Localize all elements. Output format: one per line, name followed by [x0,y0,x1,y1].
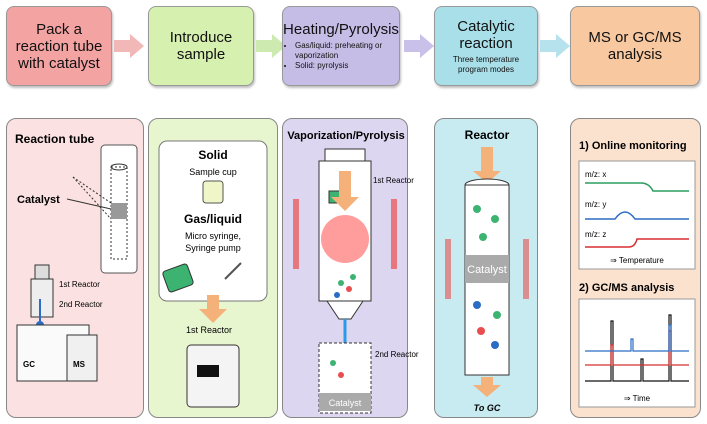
panel-title: Vaporization/Pyrolysis [287,130,404,142]
step-title: MS or GC/MS analysis [588,29,682,63]
online-chart [578,160,696,270]
trace-x [585,182,689,192]
particle [491,215,499,223]
time-label: ⇒ Time [624,394,651,403]
trace-y [585,211,689,220]
catalyst-bed [465,255,509,283]
arrow-down-icon [473,377,501,397]
step-introduce-sample: Introduce sample [148,6,254,86]
particle [473,301,481,309]
panel-title: Reactor [465,128,510,142]
particle [491,341,499,349]
arrow-down-icon [473,147,501,183]
reactor-illustration: Reactor Catalyst To GC [445,128,529,413]
zoom-line [72,176,112,220]
analysis-illustration: 1) Online monitoring m/z: x m/z: y m/z: … [578,140,696,408]
reactor2-label: 2nd Reactor [375,350,419,359]
bullet-item: Gas/liquid: preheating or vaporization [295,41,399,61]
arrow-down-icon [331,171,359,211]
temperature-label: ⇒ Temperature [610,256,664,265]
reactor2-label: 2nd Reactor [59,300,103,309]
particle [493,311,501,319]
gc-label: GC [23,360,35,369]
step-pack-tube: Pack a reaction tube with catalyst [6,6,112,86]
step-bullets: Gas/liquid: preheating or vaporization S… [283,41,399,71]
to-gc-label: To GC [474,403,501,413]
panel-introduce-sample: Solid Sample cup Gas/liquid Micro syring… [148,118,278,418]
panel-vaporization: Vaporization/Pyrolysis 1st Reactor 2nd R… [282,118,419,418]
step-subtitle: Three temperature program modes [452,54,520,74]
catalyst-bed [111,203,127,219]
micro-syringe-label: Micro syringe, [185,231,241,241]
reactor1-label: 1st Reactor [373,176,414,185]
catalyst-bed [319,393,371,411]
particle [338,280,344,286]
sample-intro-illustration: Solid Sample cup Gas/liquid Micro syring… [158,140,268,408]
reactor-display [197,365,219,377]
step-ms-analysis: MS or GC/MS analysis [570,6,700,86]
particle [334,292,340,298]
reactor1-label: 1st Reactor [59,280,100,289]
chromatogram-blue [585,324,689,352]
arrow-down-icon [199,295,227,323]
heater-right [391,199,397,269]
gas-liquid-label: Gas/liquid [184,212,242,226]
reactor-funnel [326,300,364,320]
mz-y-label: m/z: y [585,200,606,209]
catalyst-pointer [66,198,112,210]
catalyst-label: Catalyst [467,264,507,276]
cube-icon [162,263,194,293]
syringe-icon [224,262,242,280]
mz-z-label: m/z: z [585,230,606,239]
reactor1-label: 1st Reactor [186,325,232,335]
heat-zone [321,215,369,263]
reactor-cap [324,148,366,162]
online-title: 1) Online monitoring [579,140,687,152]
step-title: Heating/Pyrolysis [283,21,399,38]
heater-left [445,239,451,299]
trace-z [585,238,689,248]
reactor-cap [34,264,50,280]
catalyst-label: Catalyst [17,194,60,206]
sample-cup-label: Sample cup [189,167,237,177]
ms-box [66,334,98,382]
mz-x-label: m/z: x [585,170,606,179]
heater-left [293,199,299,269]
particle [473,205,481,213]
chromatogram-black [585,314,689,382]
panel-reactor: Reactor Catalyst To GC [434,118,538,418]
sample-cup-icon [202,180,224,204]
step-catalytic-reaction: Catalytic reaction Three temperature pro… [434,6,538,86]
step-title: Catalytic reaction [457,17,515,52]
particle [477,327,485,335]
reactor-column [30,278,54,318]
heater-right [523,239,529,299]
panel-reaction-tube: Reaction tube Catalyst 1st Reactor 2nd R… [6,118,144,418]
particle [479,233,487,241]
step-title: Pack a reaction tube with catalyst [15,20,103,72]
pyrolysis-illustration: Vaporization/Pyrolysis 1st Reactor 2nd R… [287,130,419,414]
catalyst-label: Catalyst [329,398,362,408]
reaction-tube-illustration: Reaction tube Catalyst 1st Reactor 2nd R… [15,132,138,382]
panel-analysis: 1) Online monitoring m/z: x m/z: y m/z: … [570,118,701,418]
solid-label: Solid [198,148,227,162]
particle [350,274,356,280]
ms-label: MS [73,360,86,369]
step-heating-pyrolysis: Heating/Pyrolysis Gas/liquid: preheating… [282,6,400,86]
step-title: Introduce sample [169,29,233,63]
gcms-title: 2) GC/MS analysis [579,282,674,294]
particle [330,360,336,366]
syringe-pump-label: Syringe pump [185,243,241,253]
panel-title: Reaction tube [15,132,95,146]
particle [346,286,352,292]
bullet-item: Solid: pyrolysis [295,61,399,71]
gcms-chart [578,298,696,408]
particle [338,372,344,378]
